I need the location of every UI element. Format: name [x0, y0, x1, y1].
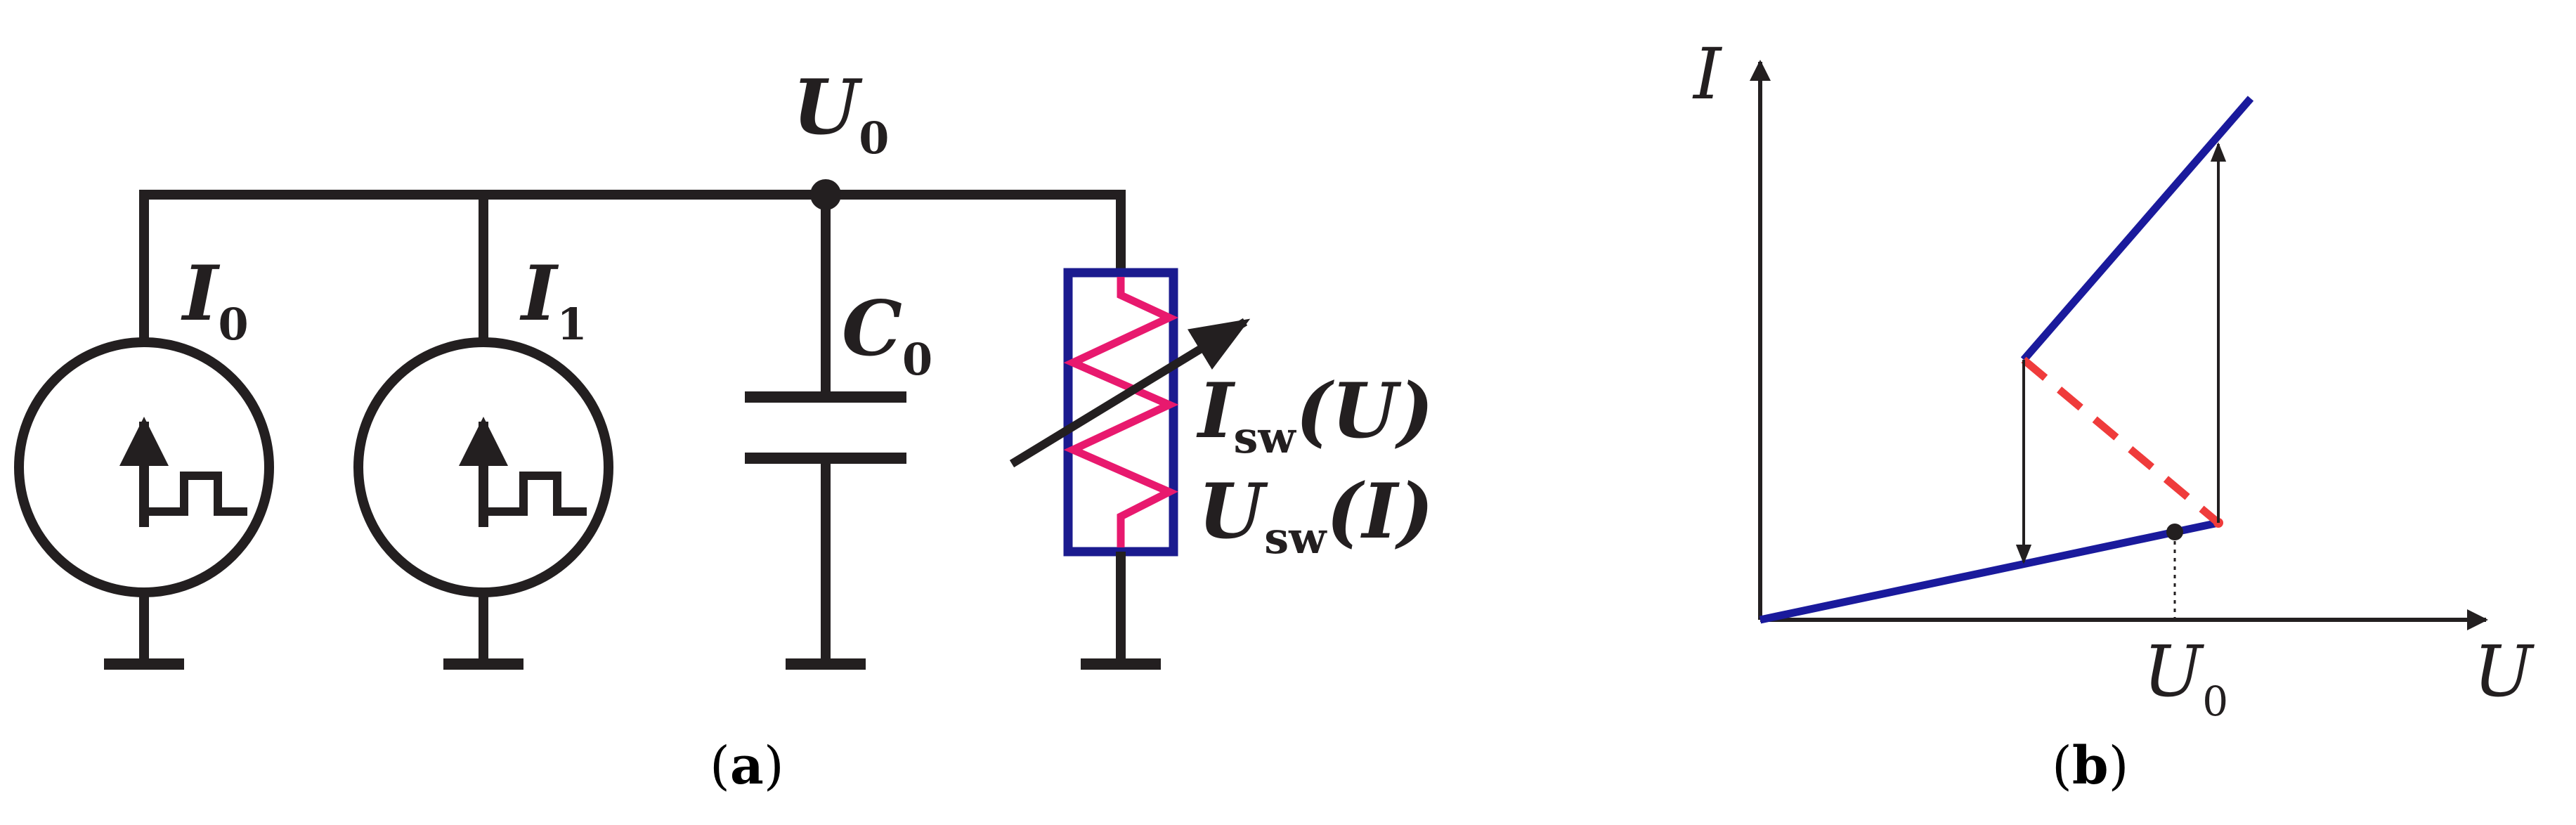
current-source-i0: I0 — [14, 249, 274, 670]
operating-point-dot — [2166, 524, 2183, 540]
panel-b-iv-plot: I U U0 (b) — [1692, 33, 2535, 796]
panel-a-circuit: U0 I0 I1 — [14, 63, 1433, 796]
caption-b: (b) — [2052, 736, 2129, 796]
source-i1-label: I1 — [519, 249, 587, 350]
switching-element: Isw(U) Usw(I) — [1009, 268, 1433, 670]
lower-stable-branch — [1759, 519, 2220, 624]
top-bus-wire — [139, 190, 1126, 341]
y-axis-label: I — [1692, 33, 1723, 115]
pulse-icon — [141, 472, 247, 516]
caption-a: (a) — [710, 736, 784, 796]
upper-stable-branch — [2020, 96, 2254, 363]
switch-label-isw: Isw(U) — [1196, 367, 1433, 463]
unstable-dashed-branch — [2021, 356, 2221, 526]
x-axis-label: U — [2473, 630, 2535, 713]
u0-marker-label: U0 — [2143, 630, 2228, 725]
switch-label-usw: Usw(I) — [1198, 467, 1433, 564]
resistor-zigzag — [1063, 277, 1179, 547]
pulse-icon — [480, 472, 587, 516]
node-u0-label: U0 — [793, 63, 889, 164]
capacitor-c0: C0 — [745, 195, 932, 670]
variable-arrow-icon — [1009, 318, 1251, 468]
source-i0-label: I0 — [181, 249, 249, 350]
current-source-i1: I1 — [353, 195, 613, 670]
capacitor-c0-label: C0 — [842, 285, 932, 385]
